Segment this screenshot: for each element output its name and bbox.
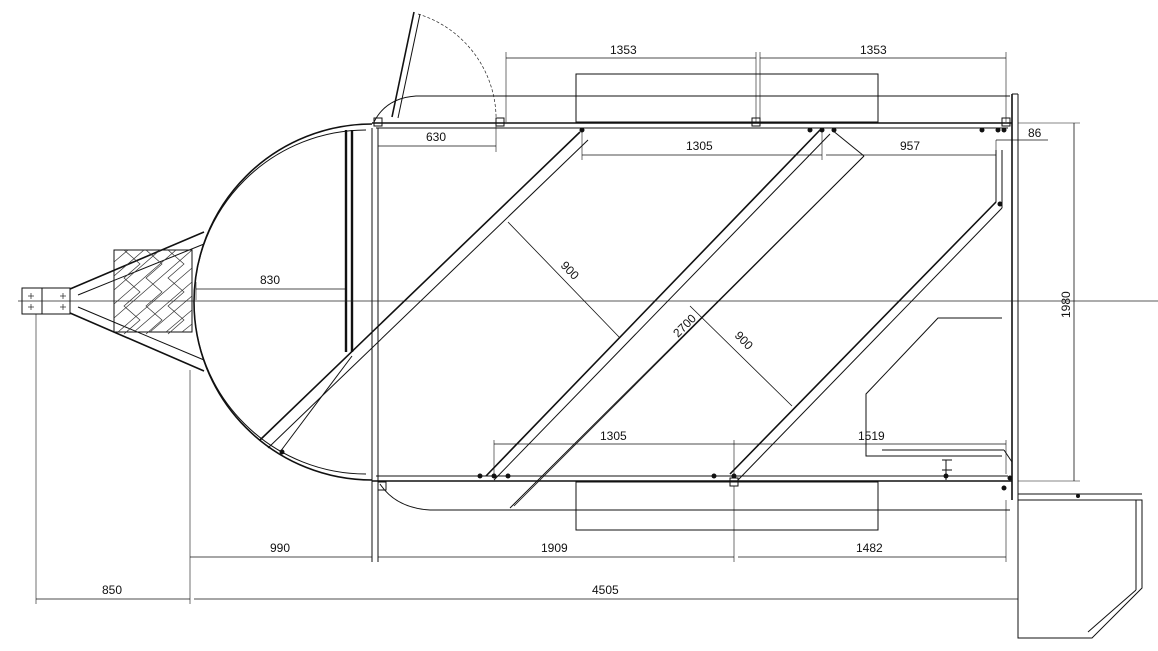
dim-top-957: 957 — [900, 139, 920, 153]
dim-top-1305: 1305 — [686, 139, 713, 153]
bottom-wheel-arch — [379, 481, 1010, 531]
dim-total-850: 850 — [102, 583, 122, 597]
dim-right-86: 86 — [1028, 126, 1042, 140]
dim-bottom-1305: 1305 — [600, 429, 627, 443]
dim-total-4505: 4505 — [592, 583, 619, 597]
dim-overall-1980: 1980 — [1059, 291, 1073, 318]
side-door — [373, 11, 505, 127]
dim-bottom-1519: 1519 — [858, 429, 885, 443]
partitions — [259, 129, 1013, 509]
dim-top-right-1353: 1353 — [860, 43, 887, 57]
trailer-body — [18, 93, 1158, 562]
dimension-lines — [35, 52, 1080, 604]
hatched-box — [113, 249, 193, 335]
dim-diag-900-left: 900 — [558, 258, 582, 282]
dim-base-1909: 1909 — [541, 541, 568, 555]
dim-top-left-1353: 1353 — [610, 43, 637, 57]
top-wheel-arch — [373, 73, 1010, 123]
dim-diag-900-right: 900 — [732, 328, 756, 352]
fixing-points — [279, 117, 1080, 498]
dimension-labels: 1353 1353 630 1305 957 86 830 900 2700 9… — [102, 43, 1073, 597]
rear-ramp — [1017, 493, 1143, 639]
dim-inner-830: 830 — [260, 273, 280, 287]
dim-base-990: 990 — [270, 541, 290, 555]
drawbar — [21, 231, 205, 372]
dim-door-630: 630 — [426, 130, 446, 144]
dim-base-1482: 1482 — [856, 541, 883, 555]
